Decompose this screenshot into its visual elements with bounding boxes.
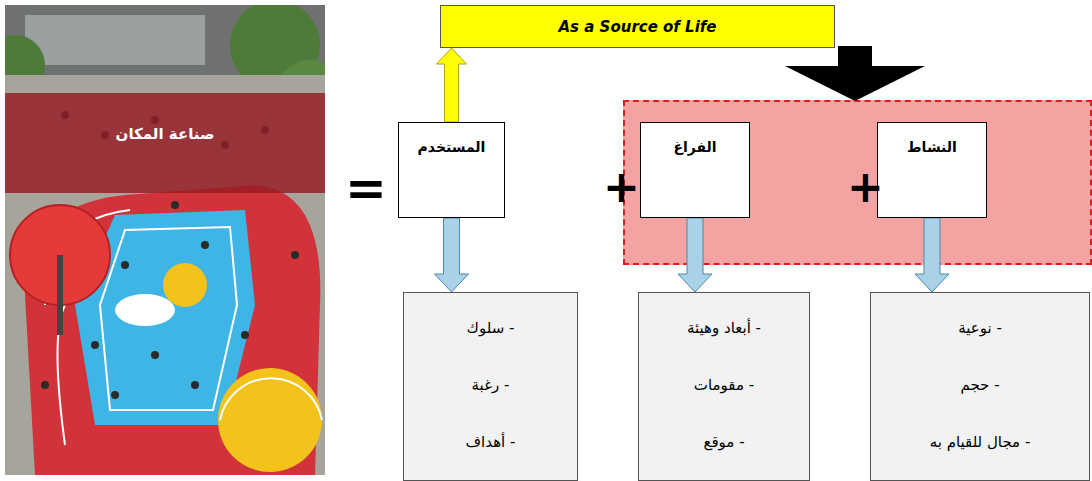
node-text: - أبعاد وهيئة [687, 319, 761, 337]
block-arrow [678, 218, 712, 292]
node-text: صناعة المكان [116, 125, 215, 143]
attribute-box: - نوعية - حجم - مجال للقيام به [870, 292, 1090, 481]
plus-sign: + [847, 165, 884, 209]
block-arrow [435, 218, 469, 292]
concept-box: As a Source of Life [440, 5, 835, 48]
node-text: - نوعية [958, 319, 1002, 337]
attribute-box: - أبعاد وهيئة - مقومات - موقع [638, 292, 810, 481]
node-text: - حجم [960, 376, 999, 394]
node-text: As a Source of Life [558, 18, 716, 36]
block-arrow [915, 218, 949, 292]
node-text: - موقع [703, 433, 744, 451]
node-text: الفراغ [673, 139, 716, 155]
element-box: المستخدم [398, 122, 505, 218]
node-text: - مجال للقيام به [930, 433, 1031, 451]
title-band: صناعة المكان [5, 93, 325, 193]
plus-sign: + [603, 165, 640, 209]
node-text: المستخدم [418, 139, 486, 155]
block-arrow [437, 48, 467, 122]
node-text: - أهداف [466, 433, 516, 451]
node-text: - مقومات [694, 376, 754, 394]
element-box: النشاط [877, 122, 987, 218]
attribute-box: - سلوك - رغبة - أهداف [403, 292, 578, 481]
node-text: - رغبة [472, 376, 510, 394]
equals-sign: = [345, 163, 387, 213]
element-box: الفراغ [640, 122, 750, 218]
node-text: النشاط [907, 139, 957, 155]
node-text: - سلوك [467, 319, 515, 337]
plaza-photo [5, 5, 325, 475]
